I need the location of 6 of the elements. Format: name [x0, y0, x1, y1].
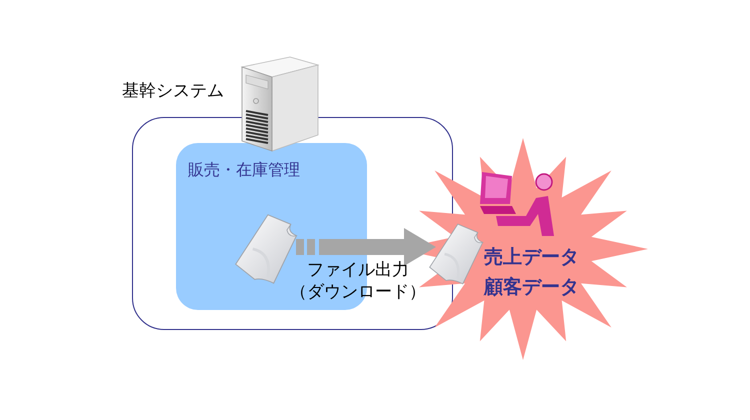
data-label: 顧客データ	[484, 275, 579, 300]
data-label: 売上データ	[484, 245, 579, 270]
group-label: 基幹システム	[122, 80, 224, 102]
block-arrow	[296, 228, 436, 266]
edge-label: ファイル出力（ダウンロード）	[289, 259, 427, 303]
box-label: 販売・在庫管理	[188, 160, 300, 181]
